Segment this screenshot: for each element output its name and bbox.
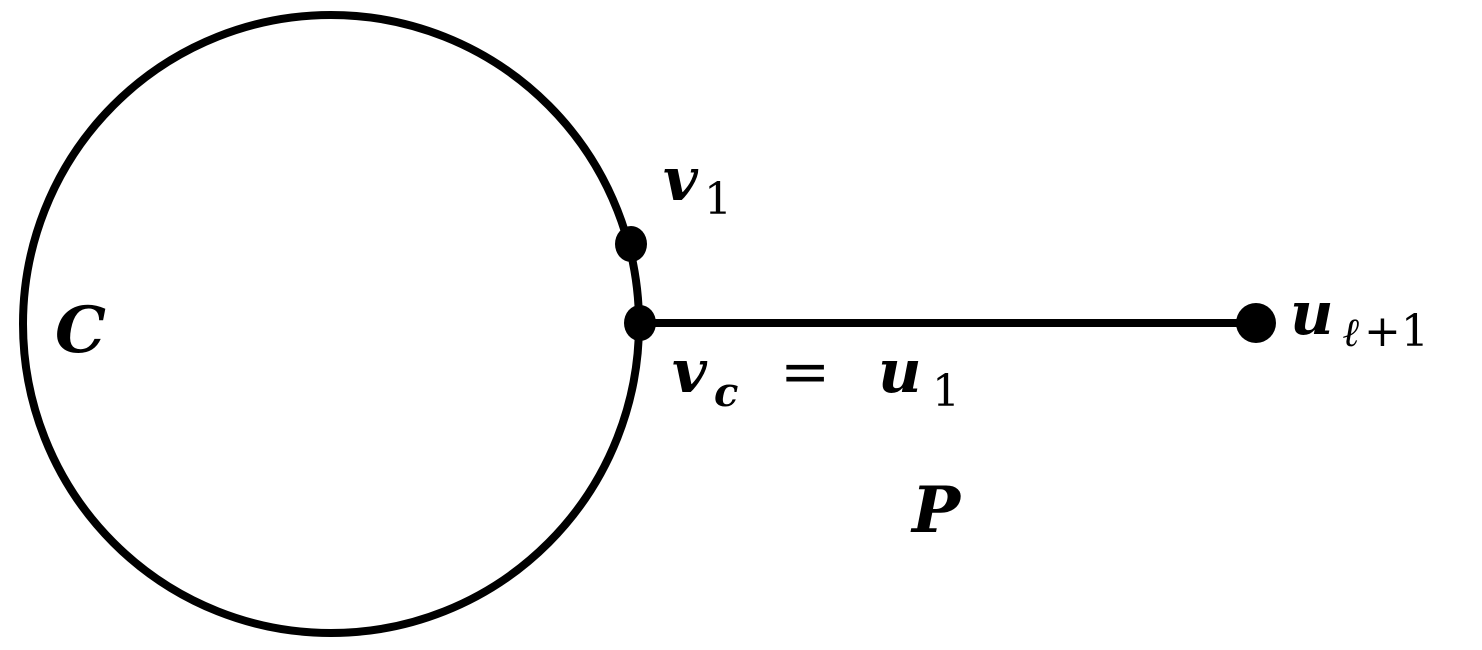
svg-text:+1: +1 (1364, 306, 1429, 357)
path-label: P (910, 473, 962, 548)
cycle-c (19, 11, 643, 637)
svg-text:v: v (672, 337, 708, 407)
svg-text:1: 1 (704, 174, 732, 225)
svg-text:u: u (1290, 279, 1334, 349)
label-u-l-plus-1: u ℓ +1 (1290, 279, 1429, 357)
node-vc-u1 (624, 305, 656, 341)
svg-text:v: v (663, 145, 699, 215)
svg-text:ℓ: ℓ (1343, 309, 1360, 356)
label-vc-equals-u1: v c = u 1 (672, 337, 960, 417)
svg-text:u: u (878, 337, 922, 407)
svg-text:=: = (780, 337, 830, 407)
cycle-label: C (55, 293, 106, 368)
label-v1: v 1 (663, 145, 732, 225)
svg-text:c: c (714, 369, 738, 416)
svg-text:1: 1 (932, 366, 960, 417)
node-v1 (615, 226, 647, 262)
node-u-l-plus-1 (1236, 303, 1276, 343)
